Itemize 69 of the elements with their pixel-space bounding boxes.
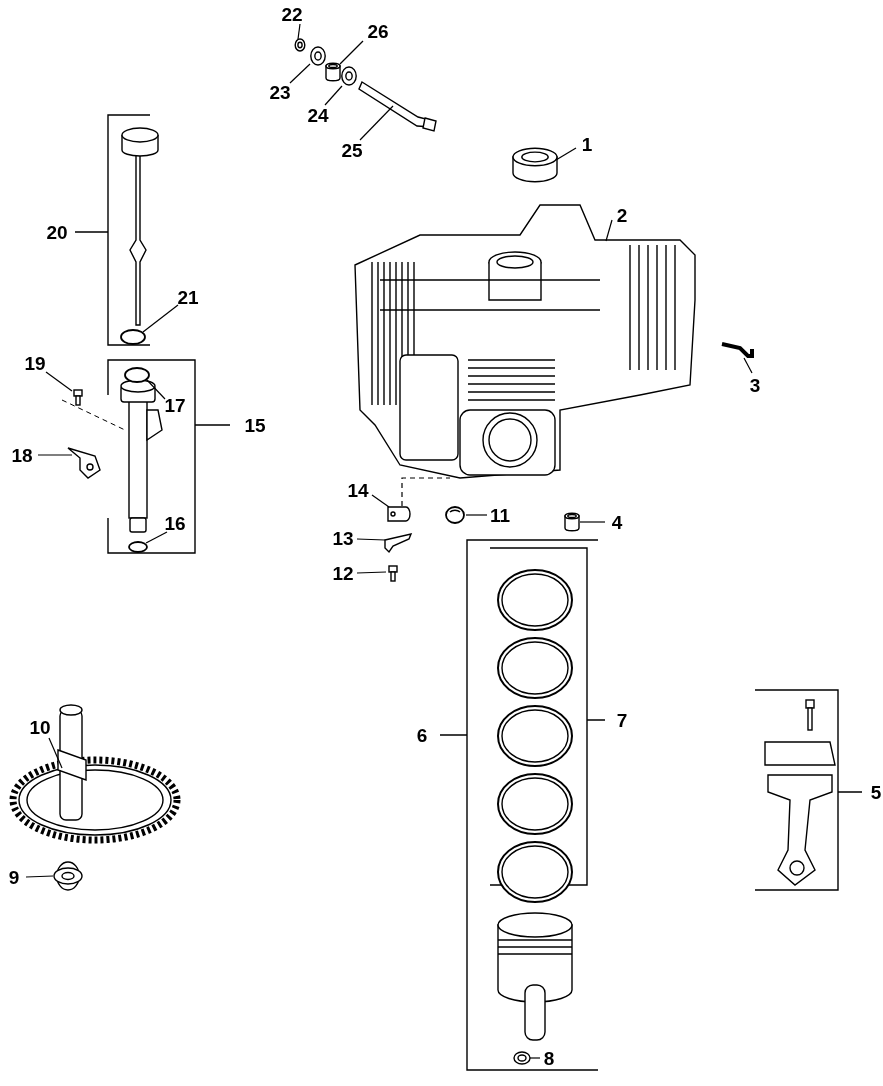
callout-number: 3 — [749, 375, 761, 395]
screw-drawing — [388, 565, 398, 582]
callout-number: 5 — [870, 782, 882, 802]
callout-number: 1 — [581, 134, 593, 154]
leader-line — [356, 538, 386, 541]
rod-drawing — [358, 80, 437, 132]
callout-number: 17 — [164, 395, 186, 415]
seal-ring — [512, 147, 558, 183]
washer-drawing — [53, 861, 83, 891]
callout-number: 26 — [367, 21, 389, 41]
bracket-drawing — [67, 447, 101, 479]
leader-line — [324, 85, 343, 106]
leader-line — [45, 371, 73, 392]
callout-number: 7 — [616, 710, 628, 730]
callout-number: 16 — [164, 513, 186, 533]
callout-number: 14 — [347, 480, 369, 500]
callout-number: 4 — [611, 512, 623, 532]
callout-number: 6 — [416, 725, 428, 745]
washer-drawing — [310, 46, 326, 66]
leader-line — [371, 494, 390, 508]
leader-line — [359, 105, 394, 141]
callout-number: 13 — [332, 528, 354, 548]
callout-number: 19 — [24, 353, 46, 373]
o-ring — [120, 329, 146, 345]
ring-drawing — [513, 1051, 531, 1065]
callout-number: 20 — [46, 222, 68, 242]
leader-line — [25, 875, 54, 878]
camshaft-gear-drawing — [9, 704, 181, 844]
callout-number: 12 — [332, 563, 354, 583]
spacer — [564, 512, 580, 532]
leader-line — [145, 531, 168, 544]
callout-number: 11 — [489, 505, 511, 525]
leader-line — [146, 379, 166, 400]
leader-line — [579, 521, 606, 523]
leader-line — [48, 737, 63, 769]
tab-drawing — [387, 506, 411, 522]
washer-drawing — [341, 66, 357, 86]
callout-number: 21 — [177, 287, 199, 307]
screw-drawing — [73, 389, 83, 406]
callout-number: 2 — [616, 205, 628, 225]
leader-line — [297, 23, 301, 40]
leader-line — [356, 571, 387, 574]
leader-line — [605, 219, 613, 242]
callout-number: 24 — [307, 105, 329, 125]
o-ring — [128, 541, 148, 553]
callout-number: 18 — [11, 445, 33, 465]
spacer — [325, 62, 341, 82]
callout-number: 22 — [281, 4, 303, 24]
leader-line — [529, 1057, 541, 1059]
callout-number: 25 — [341, 140, 363, 160]
leader-line — [37, 454, 73, 456]
leader-line — [339, 40, 364, 65]
assembly-line — [401, 477, 451, 507]
leader-line — [289, 63, 311, 84]
crankcase-drawing — [354, 204, 696, 479]
callout-number: 10 — [29, 717, 51, 737]
callout-number: 8 — [543, 1048, 555, 1068]
callout-number: 23 — [269, 82, 291, 102]
leader-line — [142, 304, 179, 333]
fitting-drawing — [721, 342, 754, 358]
clip-drawing — [384, 533, 413, 554]
o-ring — [124, 367, 150, 383]
callout-number: 15 — [244, 415, 266, 435]
leader-line — [555, 147, 577, 161]
leader-line — [743, 357, 753, 374]
plug — [445, 506, 465, 524]
callout-number: 9 — [8, 867, 20, 887]
washer-drawing — [294, 38, 306, 52]
leader-line — [465, 514, 488, 516]
